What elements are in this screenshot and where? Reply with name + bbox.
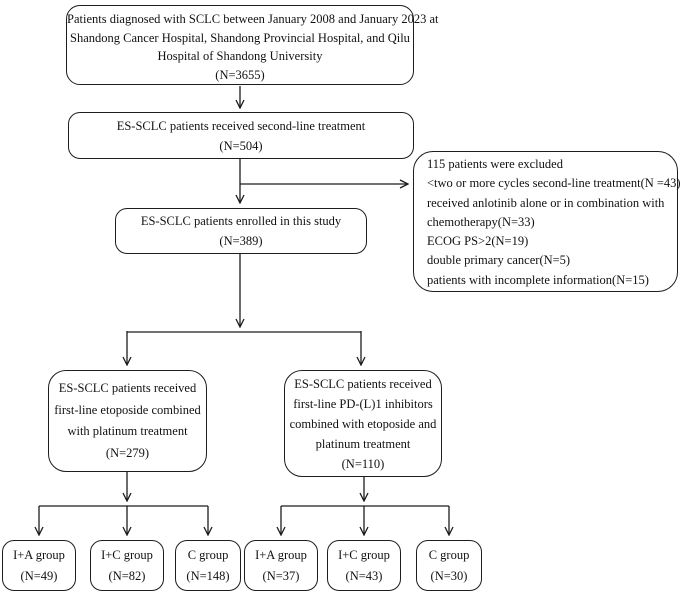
box-group-ic-43: I+C group (N=43) (327, 540, 401, 591)
group-n-count: (N=82) (108, 569, 146, 583)
box-text-line: Shandong Cancer Hospital, Shandong Provi… (70, 30, 410, 45)
box-n-count: (N=3655) (215, 67, 265, 82)
box-diagnosed-patients: Patients diagnosed with SCLC between Jan… (66, 5, 439, 85)
box-text-line: ECOG PS>2(N=19) (427, 234, 529, 249)
group-label: C group (187, 548, 229, 562)
box-text-line: chemotherapy(N=33) (427, 214, 535, 229)
box-text-line: with platinum treatment (67, 424, 188, 438)
group-label: I+C group (338, 548, 390, 562)
box-group-ia-37: I+A group (N=37) (244, 540, 318, 591)
box-chemo-arm: ES-SCLC patients received first-line eto… (48, 370, 207, 472)
group-n-count: (N=43) (345, 569, 383, 583)
box-excluded-patients: 115 patients were excluded <two or more … (413, 151, 681, 292)
box-text-line: Hospital of Shandong University (157, 49, 323, 63)
group-n-count: (N=30) (430, 569, 468, 583)
box-text-line: ES-SCLC patients received second-line tr… (116, 119, 366, 133)
box-text-line: received anlotinib alone or in combinati… (427, 195, 665, 210)
box-text-line: ES-SCLC patients received (294, 377, 432, 391)
box-second-line-treatment: ES-SCLC patients received second-line tr… (68, 112, 414, 159)
group-label: I+A group (13, 548, 65, 562)
box-immuno-arm: ES-SCLC patients received first-line PD-… (284, 370, 442, 477)
group-n-count: (N=37) (262, 569, 300, 583)
group-label: I+A group (255, 548, 307, 562)
group-n-count: (N=148) (186, 569, 230, 583)
box-group-c-30: C group (N=30) (416, 540, 482, 591)
group-n-count: (N=49) (20, 569, 58, 583)
box-n-count: (N=504) (219, 139, 263, 153)
box-group-ic-82: I+C group (N=82) (90, 540, 164, 591)
box-enrolled-patients: ES-SCLC patients enrolled in this study … (115, 208, 367, 254)
box-text-line: combined with etoposide and (289, 417, 437, 431)
box-group-c-148: C group (N=148) (175, 540, 241, 591)
box-group-ia-49: I+A group (N=49) (2, 540, 76, 591)
box-text-line: first-line etoposide combined (54, 402, 201, 417)
box-text-line: first-line PD-(L)1 inhibitors (293, 397, 433, 411)
box-text-line: double primary cancer(N=5) (427, 253, 571, 268)
box-n-count: (N=279) (105, 445, 150, 460)
box-text-line: Patients diagnosed with SCLC between Jan… (67, 12, 439, 26)
box-text-line: 115 patients were excluded (427, 157, 563, 171)
group-label: I+C group (101, 548, 153, 562)
box-n-count: (N=110) (341, 457, 385, 471)
box-text-line: platinum treatment (315, 437, 411, 451)
box-text-line: patients with incomplete information(N=1… (427, 272, 649, 287)
group-label: C group (428, 548, 470, 562)
box-text-line: <two or more cycles second-line treatmen… (427, 176, 681, 191)
box-n-count: (N=389) (219, 234, 263, 248)
box-text-line: ES-SCLC patients received (58, 381, 197, 395)
box-text-line: ES-SCLC patients enrolled in this study (140, 214, 342, 228)
